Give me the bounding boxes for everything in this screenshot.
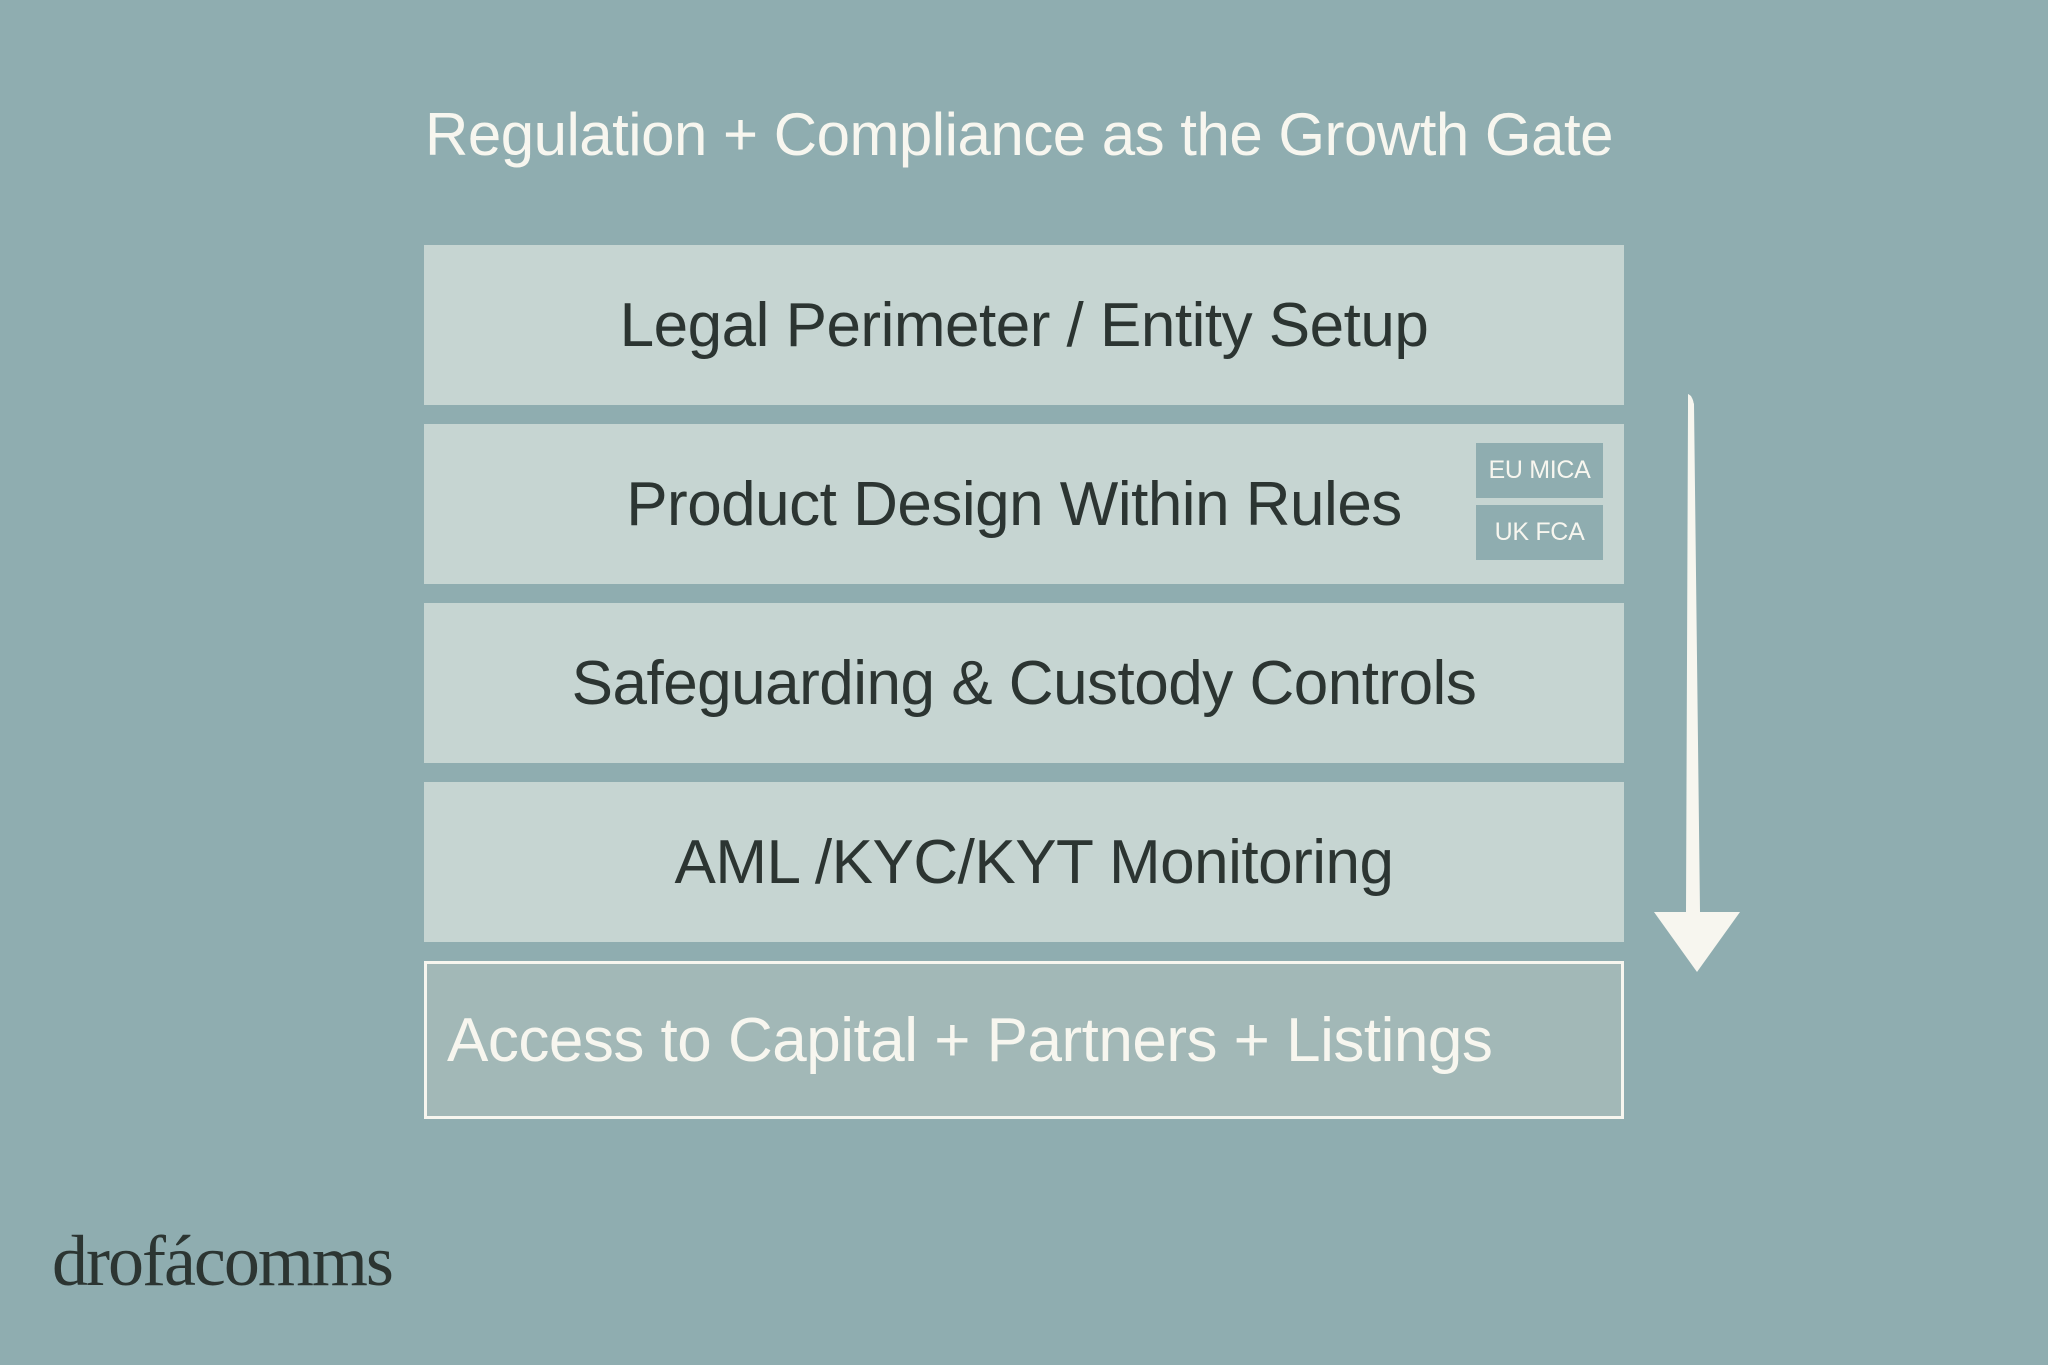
outcome-label: Access to Capital + Partners + Listings [447,1005,1493,1075]
down-arrow-icon [1654,394,1740,972]
layer-label: Product Design Within Rules [626,469,1402,539]
layer-aml-monitoring: AML /KYC/KYT Monitoring [424,782,1624,942]
layer-product-design: Product Design Within Rules [424,424,1624,584]
tag-uk-fca: UK FCA [1476,505,1603,560]
layer-safeguarding: Safeguarding & Custody Controls [424,603,1624,763]
outcome-box: Access to Capital + Partners + Listings [424,961,1624,1119]
layer-label: Legal Perimeter / Entity Setup [619,290,1429,360]
drofacomms-logo: drofácomms [52,1221,394,1301]
layer-label: Safeguarding & Custody Controls [571,648,1477,718]
layer-label: AML /KYC/KYT Monitoring [674,827,1395,897]
tag-eu-mica: EU MICA [1476,443,1603,498]
layer-legal-perimeter: Legal Perimeter / Entity Setup [424,245,1624,405]
diagram-title: Regulation + Compliance as the Growth Ga… [425,101,1614,168]
